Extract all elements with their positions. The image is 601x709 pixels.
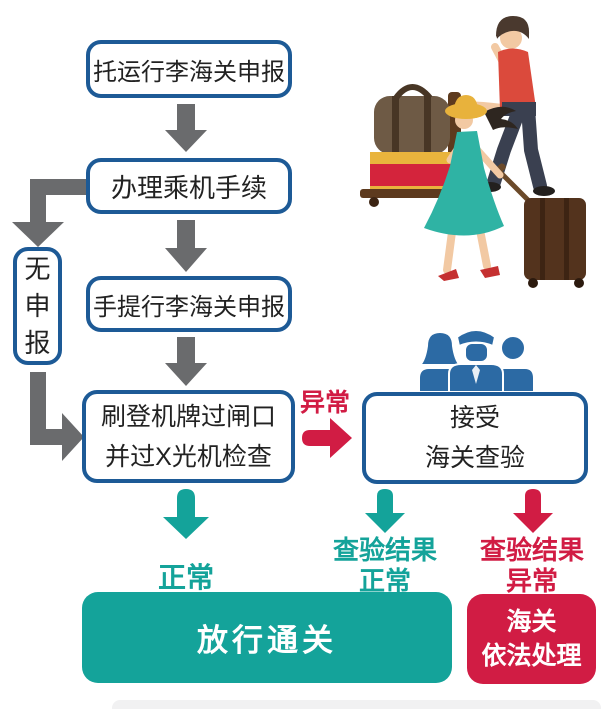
node-label: 托运行李海关申报 (93, 58, 285, 86)
node-label: 无 (24, 253, 51, 284)
flow-node-check-in: 办理乘机手续 (86, 158, 292, 214)
flow-node-gate-xray-check: 刷登机牌过闸口 并过X光机检查 (82, 390, 295, 483)
node-label: 接受 (449, 404, 500, 432)
bent-left-down-arrow (12, 179, 86, 247)
flow-node-checked-baggage-declaration: 托运行李海关申报 (86, 40, 292, 98)
travelers-with-luggage-illustration (360, 16, 586, 288)
node-label: 刷登机牌过闸口 (100, 402, 276, 431)
down-arrow-teal (163, 489, 209, 539)
node-label: 办理乘机手续 (110, 172, 267, 203)
edge-label-normal: 正常 (157, 562, 214, 593)
node-label: 并过X光机检查 (105, 442, 272, 471)
node-label: 依法处理 (481, 642, 582, 670)
man-with-phone (448, 16, 555, 196)
flow-node-no-declaration: 无 申 报 (13, 247, 62, 365)
customs-officers-icon (417, 329, 535, 392)
luggage-cart (360, 84, 468, 207)
down-arrow (165, 337, 207, 386)
node-label: 报 (24, 327, 51, 358)
edge-label-abnormal: 异常 (299, 389, 350, 417)
flow-node-legal-processing: 海关 依法处理 (467, 594, 596, 684)
down-arrow (165, 104, 207, 152)
down-arrow (165, 220, 207, 272)
node-label: 申 (24, 290, 51, 321)
node-label: 海关查验 (424, 444, 525, 472)
woman-with-hat (424, 95, 518, 281)
edge-label-result-normal: 查验结果 正常 (332, 535, 437, 596)
rolling-suitcase (492, 163, 586, 288)
flow-node-release-clearance: 放行通关 (82, 592, 452, 683)
down-arrow-red (513, 489, 553, 533)
node-label: 手提行李海关申报 (93, 293, 285, 321)
edge-label-result-abnormal: 查验结果 异常 (479, 535, 584, 596)
flow-node-hand-baggage-declaration: 手提行李海关申报 (86, 276, 292, 332)
right-arrow-red (302, 418, 352, 458)
node-label: 放行通关 (197, 623, 337, 658)
flow-node-customs-inspection: 接受 海关查验 (362, 392, 588, 484)
node-label: 海关 (506, 608, 557, 636)
down-arrow-teal (365, 489, 405, 533)
bent-down-right-arrow (30, 372, 84, 461)
next-card-edge (112, 700, 601, 709)
